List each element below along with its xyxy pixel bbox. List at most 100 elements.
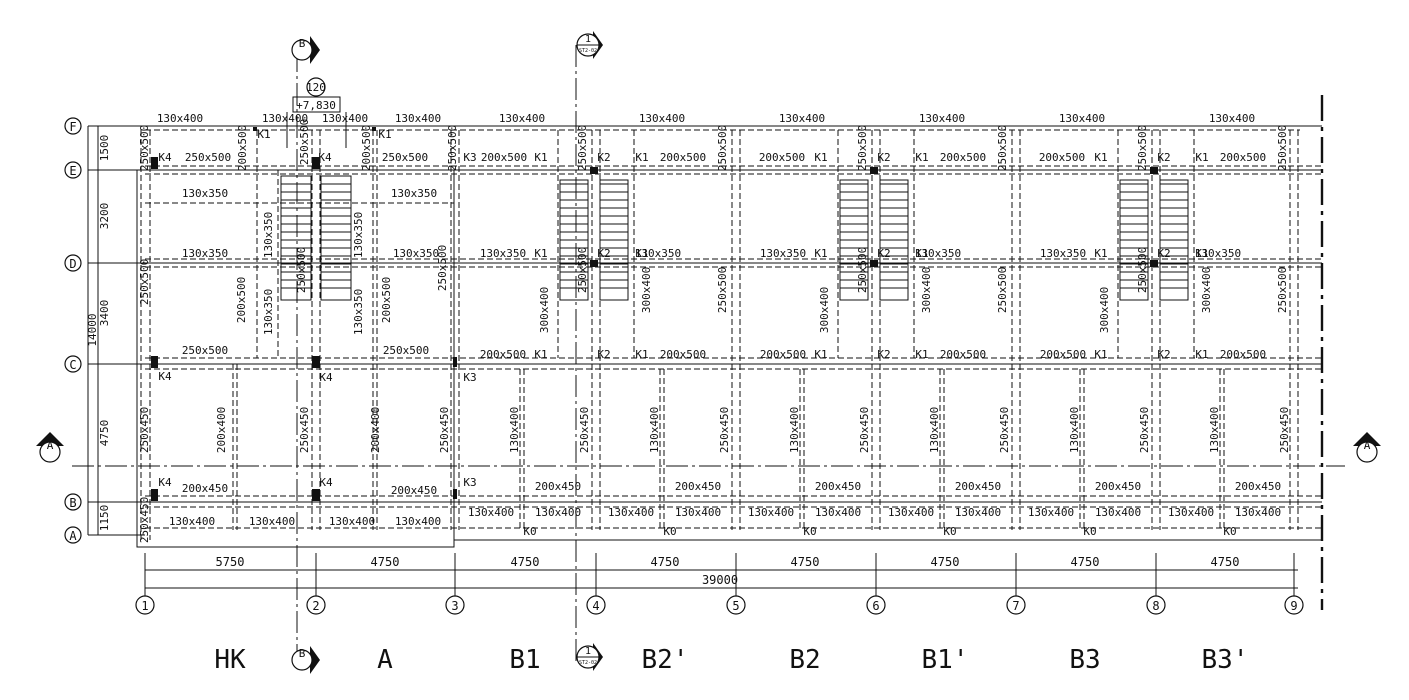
- beam-label: 130x400: [1028, 506, 1074, 519]
- axis-bubble-D: [64, 254, 82, 272]
- beam-label: 200x500: [1220, 151, 1266, 164]
- beam-label: 130x400: [262, 112, 308, 125]
- level-box: [292, 96, 341, 113]
- column-label: K1: [378, 128, 391, 141]
- beam-label: 250x500: [996, 125, 1009, 171]
- section-label-A-left: A: [47, 439, 54, 452]
- beam-label: 130x400: [535, 506, 581, 519]
- dim-bay-1: 5750: [216, 555, 245, 569]
- beam-label: 130x350: [1195, 247, 1241, 260]
- beam-label: 300x400: [538, 287, 551, 333]
- column-label: K1: [1195, 151, 1208, 164]
- column-label: K2: [1157, 348, 1170, 361]
- beam-label: 130x350: [760, 247, 806, 260]
- columns: [151, 127, 1158, 501]
- beam-label: 130x350: [391, 187, 437, 200]
- stairs: [280, 175, 1189, 301]
- dim-bay-8: 4750: [1211, 555, 1240, 569]
- beam-label: 130x400: [788, 407, 801, 453]
- beam-label: 130x350: [393, 247, 439, 260]
- beam-label: 200x450: [675, 480, 721, 493]
- column-3B: [453, 489, 457, 499]
- section-label-B-bottom: B: [299, 647, 306, 660]
- section-label-1-bottom: 1: [585, 646, 591, 657]
- section-bubble-A-right: [1356, 441, 1378, 463]
- column-label: K1: [915, 348, 928, 361]
- beam-label: 300x400: [1200, 267, 1213, 313]
- stair-treads: [281, 183, 1188, 289]
- column-label: K2: [597, 348, 610, 361]
- axis-bubble-7: [1006, 595, 1026, 615]
- beam-label: 250x500: [182, 344, 228, 357]
- beam-label: 130x400: [499, 112, 545, 125]
- beam-label: 130x350: [1040, 247, 1086, 260]
- axis-bubble-B: [64, 493, 82, 511]
- beam-label: 250x500: [1136, 125, 1149, 171]
- unit-HK: HK: [214, 645, 246, 675]
- beam-label: 200x450: [815, 480, 861, 493]
- column-label: K3: [463, 371, 476, 384]
- column-label: K2: [1157, 151, 1170, 164]
- column-label: K0: [663, 525, 676, 538]
- beam-label: 200x500: [759, 151, 805, 164]
- column-8E: [1150, 167, 1158, 174]
- column-label: K4: [158, 151, 172, 164]
- axis-label-B: B: [69, 496, 76, 510]
- beam-label: 200x500: [380, 277, 393, 323]
- beam-label: 250x500: [298, 119, 311, 165]
- beam-label: 200x400: [369, 407, 382, 453]
- axis-label-5: 5: [732, 599, 739, 613]
- axis-bubble-A: [64, 526, 82, 544]
- stair-1-left: [280, 175, 312, 301]
- beam-label: 130x400: [329, 515, 375, 528]
- beam-label: 250x450: [438, 407, 451, 453]
- column-label: K4: [319, 476, 333, 489]
- structure-lines: [72, 45, 1345, 665]
- column-label: K4: [318, 151, 332, 164]
- beam-label: 130x400: [779, 112, 825, 125]
- beam-label: 250x500: [185, 151, 231, 164]
- section-label-B-top: B: [299, 37, 306, 50]
- beam-label: 130x400: [249, 515, 295, 528]
- beam-label: 250x450: [1138, 407, 1151, 453]
- column-label: K1: [915, 151, 928, 164]
- dim-row-BA: 1150: [98, 505, 111, 532]
- beam-label: 300x400: [920, 267, 933, 313]
- beam-label: 130x400: [888, 506, 934, 519]
- beam-label: 250x450: [138, 407, 151, 453]
- beam-label: 130x350: [915, 247, 961, 260]
- axis-label-A: A: [69, 529, 77, 543]
- beam-label: 130x400: [169, 515, 215, 528]
- column-2E: [312, 157, 320, 169]
- column-label: K2: [1157, 247, 1170, 260]
- beam-label: 300x400: [818, 287, 831, 333]
- beam-label: 200x450: [182, 482, 228, 495]
- stair-1-right: [320, 175, 352, 301]
- beam-label: 130x350: [262, 212, 275, 258]
- beam-label: 130x400: [748, 506, 794, 519]
- beam-label: 250x500: [716, 125, 729, 171]
- beam-label: 130x400: [157, 112, 203, 125]
- column-label: K0: [943, 525, 956, 538]
- beam-label: 130x400: [1068, 407, 1081, 453]
- column-label: K1: [1195, 348, 1208, 361]
- column-label: K2: [597, 247, 610, 260]
- dim-bay-3: 4750: [511, 555, 540, 569]
- column-label: K1: [814, 151, 827, 164]
- beam-label: 130x400: [1208, 407, 1221, 453]
- beam-label: 250x500: [382, 151, 428, 164]
- axis-bubble-F: [64, 117, 82, 135]
- beam-label: 250x500: [1276, 267, 1289, 313]
- column-4D: [590, 260, 598, 267]
- beam-label: 300x400: [1098, 287, 1111, 333]
- slab-thickness: 120: [306, 81, 326, 94]
- axis-label-8: 8: [1152, 599, 1159, 613]
- section-bubble-B-bottom: [291, 649, 313, 671]
- beam-label: 200x500: [760, 348, 806, 361]
- column-6E: [870, 167, 878, 174]
- column-label: K0: [523, 525, 536, 538]
- column-small-F: [372, 127, 376, 131]
- slab-thickness-bubble: [306, 77, 326, 97]
- beam-label: 200x500: [1039, 151, 1085, 164]
